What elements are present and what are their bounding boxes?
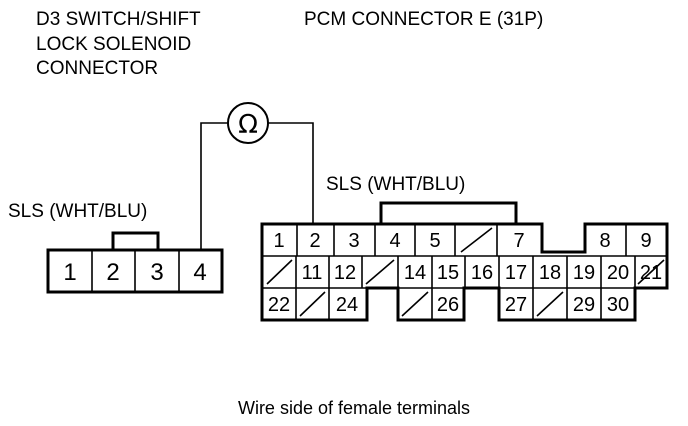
pcm-pin-5: 5: [429, 230, 440, 252]
pcm-connector-title: PCM CONNECTOR E (31P): [304, 9, 543, 30]
d3-switch-connector: 1 2 3 4: [46, 231, 224, 294]
pcm-pin-9: 9: [640, 230, 651, 252]
pcm-pin-26: 26: [437, 294, 459, 316]
left-connector-title-line-2: LOCK SOLENOID: [36, 34, 191, 55]
left-connector-title-line-3: CONNECTOR: [36, 58, 158, 79]
pcm-pin-1: 1: [273, 230, 284, 252]
pcm-pin-29: 29: [573, 294, 595, 316]
test-lead-left: [200, 122, 228, 251]
pcm-pin-24: 24: [336, 294, 358, 316]
empty-cavity-28: [536, 291, 564, 317]
pcm-pin-11: 11: [302, 262, 323, 284]
pcm-pin-22: 22: [268, 294, 290, 316]
pcm-connector: 1 2 3 4 5 7 8 9 11 12 14 15 16 17 18 19 …: [260, 201, 669, 322]
pcm-pin-27: 27: [505, 294, 527, 316]
pcm-connector-latch: [379, 201, 518, 226]
pcm-pin-16: 16: [471, 262, 493, 284]
empty-cavity-10: [266, 259, 293, 285]
empty-cavity-6: [460, 227, 493, 253]
pin-1: 1: [63, 259, 76, 286]
pcm-pin-2: 2: [309, 230, 320, 252]
ohmmeter-icon: Ω: [227, 102, 269, 144]
pin-2: 2: [106, 259, 119, 286]
pcm-pin-3: 3: [348, 230, 359, 252]
pcm-pin-18: 18: [539, 262, 561, 284]
pin-4: 4: [193, 259, 206, 286]
left-connector-title-line-1: D3 SWITCH/SHIFT: [36, 9, 201, 30]
test-lead-right: [268, 122, 314, 224]
pcm-pin-8: 8: [599, 230, 610, 252]
left-wire-label: SLS (WHT/BLU): [8, 201, 147, 222]
empty-cavity-31: [637, 259, 665, 285]
connector-latch: [111, 231, 160, 252]
pcm-pin-20: 20: [607, 262, 629, 284]
pcm-pin-12: 12: [334, 262, 356, 284]
pcm-pin-7: 7: [513, 230, 524, 252]
pcm-pin-19: 19: [573, 262, 595, 284]
pin-3: 3: [150, 259, 163, 286]
pcm-pin-15: 15: [437, 262, 459, 284]
pcm-pin-30: 30: [607, 294, 629, 316]
right-wire-label: SLS (WHT/BLU): [326, 174, 465, 195]
empty-cavity-25: [401, 291, 429, 317]
ohm-symbol: Ω: [238, 110, 258, 140]
pcm-pin-17: 17: [505, 262, 527, 284]
pcm-pin-4: 4: [389, 230, 400, 252]
diagram-caption: Wire side of female terminals: [238, 398, 470, 418]
empty-cavity-23: [299, 291, 326, 317]
pcm-pin-14: 14: [404, 262, 426, 284]
empty-cavity-13: [365, 259, 395, 285]
pcm-pin-21: 21: [640, 262, 662, 284]
